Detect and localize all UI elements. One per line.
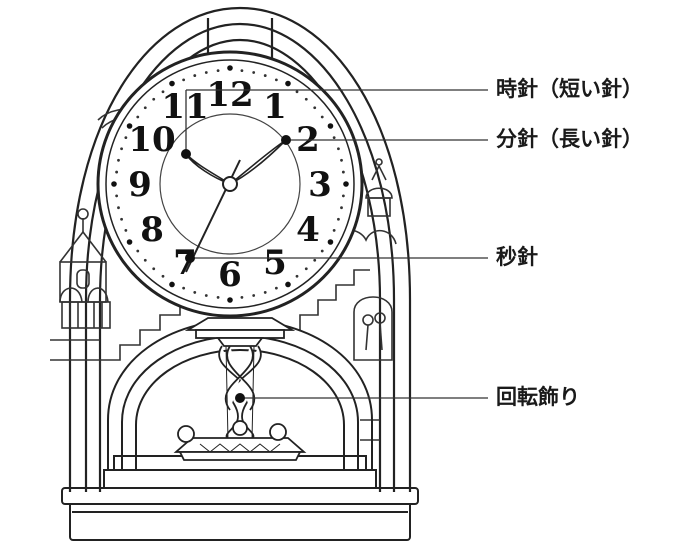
minute-dot xyxy=(216,295,220,299)
clock-base xyxy=(61,487,419,541)
minute-hand-dot xyxy=(281,135,291,145)
minute-dot xyxy=(161,274,165,278)
minute-dot xyxy=(313,106,317,110)
minute-dot xyxy=(182,286,186,290)
minute-dot xyxy=(120,217,123,221)
ornament-dot xyxy=(235,393,245,403)
minute-dot xyxy=(274,78,278,82)
hour-marker xyxy=(169,80,175,87)
minute-dot xyxy=(240,69,244,73)
minute-dot xyxy=(320,115,324,119)
minute-dot xyxy=(313,258,317,262)
hour-marker xyxy=(227,65,233,71)
minute-dot xyxy=(136,115,140,119)
leader-lines xyxy=(185,89,488,399)
minute-dot xyxy=(216,69,220,73)
hour-marker xyxy=(327,239,334,245)
hour-marker xyxy=(285,281,291,288)
minute-dot xyxy=(341,194,345,198)
minute-dot xyxy=(304,97,308,101)
hour-marker xyxy=(343,181,349,187)
minute-dot xyxy=(124,228,128,232)
minute-dot xyxy=(117,206,120,210)
minute-dot xyxy=(193,291,197,294)
minute-dot xyxy=(274,286,278,290)
minute-dot xyxy=(252,71,256,74)
minute-dot xyxy=(204,294,208,297)
minute-dot xyxy=(340,206,343,210)
numeral-8: 8 xyxy=(140,210,164,250)
minute-dot xyxy=(115,194,119,198)
minute-dot xyxy=(136,249,140,253)
leader-dots xyxy=(181,135,291,403)
minute-dot xyxy=(161,90,165,94)
minute-dot xyxy=(193,74,197,77)
rotating-ornament xyxy=(173,317,307,461)
hour-marker xyxy=(126,123,133,129)
minute-dot xyxy=(120,147,123,151)
minute-dot xyxy=(332,228,336,232)
numeral-12: 12 xyxy=(206,75,253,115)
minute-dot xyxy=(263,74,267,77)
numeral-5: 5 xyxy=(263,243,287,283)
minute-dot xyxy=(182,78,186,82)
minute-dot xyxy=(295,90,299,94)
numeral-4: 4 xyxy=(296,210,320,250)
numeral-7: 7 xyxy=(173,243,197,283)
minute-dot xyxy=(332,136,336,140)
hour-marker xyxy=(169,281,175,288)
hour-hand-dot xyxy=(181,149,191,159)
numeral-9: 9 xyxy=(128,165,152,205)
minute-dot xyxy=(204,71,208,74)
minute-dots xyxy=(115,69,345,299)
hour-marker xyxy=(227,297,233,303)
minute-dot xyxy=(320,249,324,253)
rotating-ornament-label: 回転飾り xyxy=(496,385,580,409)
minute-hand-label: 分針（長い針） xyxy=(496,127,643,151)
numeral-3: 3 xyxy=(308,165,332,205)
second-hand-dot xyxy=(185,253,195,263)
minute-dot xyxy=(143,258,147,262)
numeral-10: 10 xyxy=(128,120,175,160)
minute-dot xyxy=(152,267,156,271)
minute-dot xyxy=(115,170,119,174)
minute-dot xyxy=(124,136,128,140)
hour-marker xyxy=(327,123,334,129)
numeral-6: 6 xyxy=(218,255,242,295)
minute-dot xyxy=(341,170,345,174)
second-hand-label: 秒針 xyxy=(496,245,538,269)
minute-dot xyxy=(143,106,147,110)
numeral-11: 11 xyxy=(161,87,208,127)
minute-dot xyxy=(263,291,267,294)
hour-marker xyxy=(126,239,133,245)
hour-marker xyxy=(285,80,291,87)
scenery-right xyxy=(299,158,397,441)
minute-dot xyxy=(304,267,308,271)
numeral-1: 1 xyxy=(263,87,287,127)
minute-dot xyxy=(340,158,343,162)
hour-hand-label: 時針（短い針） xyxy=(496,77,643,101)
hour-marker xyxy=(111,181,117,187)
minute-dot xyxy=(337,147,340,151)
minute-dot xyxy=(252,294,256,297)
minute-dot xyxy=(295,274,299,278)
minute-dot xyxy=(337,217,340,221)
minute-dot xyxy=(117,158,120,162)
minute-dot xyxy=(240,295,244,299)
minute-dot xyxy=(152,97,156,101)
hour-markers xyxy=(111,65,349,303)
